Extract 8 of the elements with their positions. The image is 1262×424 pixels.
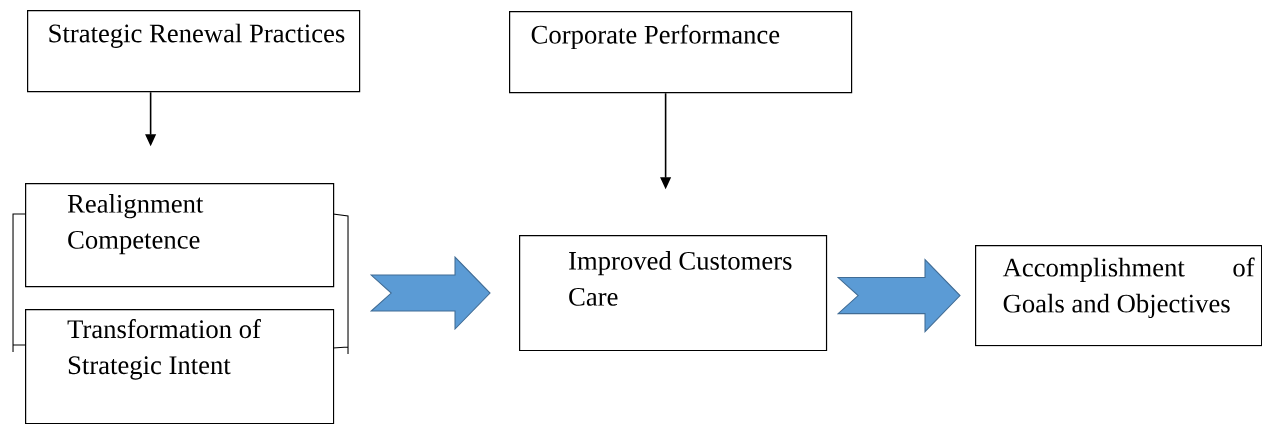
text-box: Strategic Renewal Practices	[27, 10, 361, 93]
text-box: Accomplishment of Goals and Objectives	[975, 245, 1262, 347]
block-arrow	[836, 258, 961, 333]
text-box: Corporate Performance	[509, 11, 853, 94]
text-box: Improved Customers Care	[519, 235, 828, 352]
text-box: Realignment Competence	[25, 183, 335, 288]
text-box: Transformation of Strategic Intent	[25, 309, 335, 424]
block-arrow	[369, 255, 491, 331]
